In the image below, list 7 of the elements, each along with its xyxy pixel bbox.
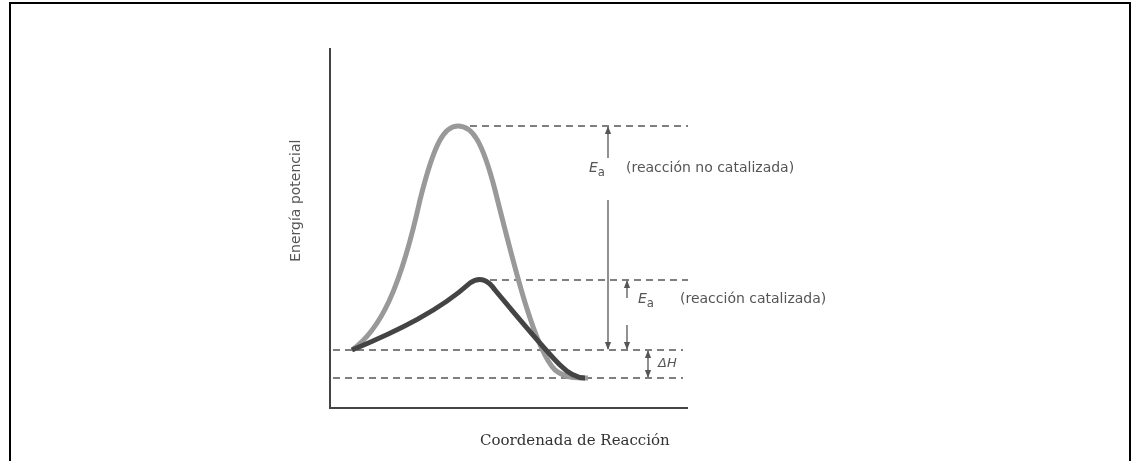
axis-label: Coordenada de Reacción [480,432,670,449]
axis-label: Energía potencial [288,139,304,262]
enthalpy-symbol: ΔH [658,356,677,371]
annotation-text: (reacción no catalizada) [626,160,795,176]
annotation-text: (reacción catalizada) [680,291,827,307]
energy-symbol: E$_{a}$ [638,291,654,310]
energy-symbol: E$_{a}$ [589,160,605,179]
